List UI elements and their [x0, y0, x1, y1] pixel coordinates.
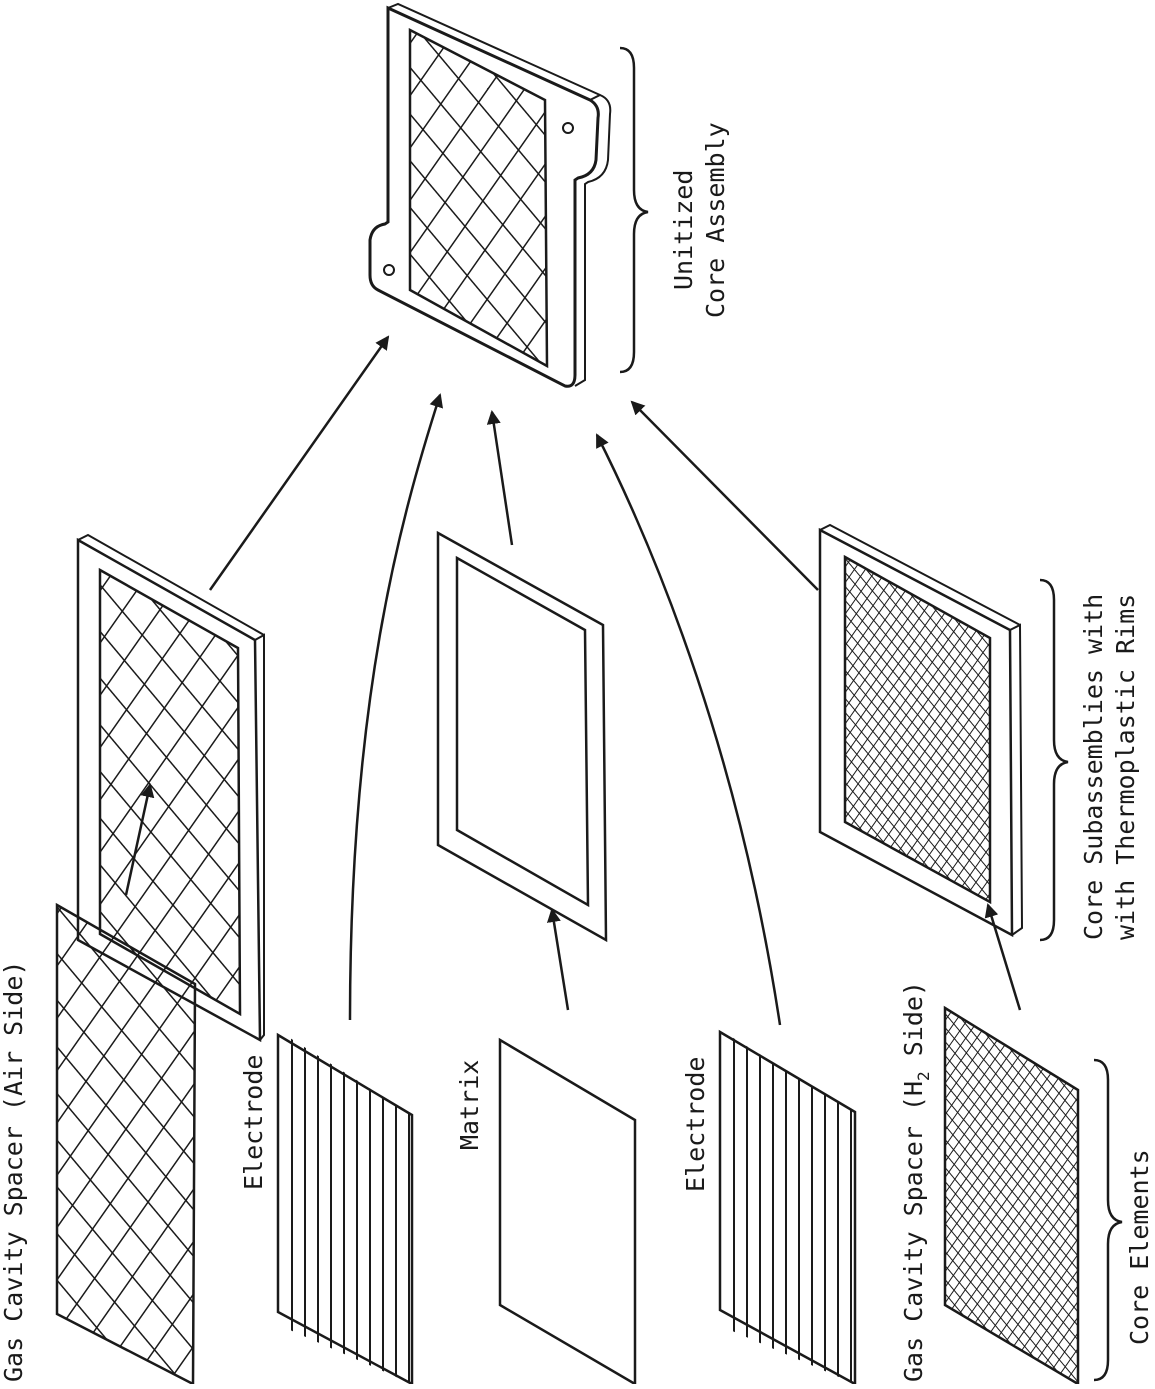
label-gas-spacer-air: Gas Cavity Spacer (Air Side)	[0, 961, 28, 1382]
electrode-panel-2	[720, 1032, 855, 1384]
label-core-subassemblies-1: Core Subassemblies with	[1079, 594, 1108, 940]
brace-unitized	[620, 48, 648, 372]
label-unitized-2: Core Assembly	[701, 122, 730, 318]
label-gas-spacer-h2: Gas Cavity Spacer (H2 Side)	[899, 981, 933, 1382]
label-gas-spacer-h2-subscript: 2	[914, 1071, 933, 1081]
arrow-matrix-to-sub	[552, 910, 568, 1010]
electrode-panel-1	[278, 1035, 412, 1384]
matrix-subassembly	[438, 533, 606, 940]
label-gas-spacer-h2-suffix: Side)	[899, 981, 928, 1071]
label-electrode-1: Electrode	[239, 1055, 268, 1190]
label-unitized-1: Unitized	[669, 170, 698, 290]
arrow-air-sub-to-unitized	[210, 337, 388, 590]
arrow-matrix-sub-to-unitized	[492, 412, 512, 545]
label-electrode-2: Electrode	[681, 1057, 710, 1192]
brace-core-subassemblies	[1040, 580, 1068, 940]
arrow-h2-sub-to-unitized	[632, 402, 818, 590]
label-matrix: Matrix	[455, 1060, 484, 1150]
label-core-elements: Core Elements	[1125, 1149, 1154, 1345]
unitized-core-assembly	[370, 4, 610, 386]
h2-side-spacer-panel	[945, 1008, 1078, 1384]
arrow-h2-spacer-to-sub	[988, 905, 1020, 1010]
arrow-electrode1-to-unitized	[350, 395, 440, 1020]
label-gas-spacer-h2-prefix: Gas Cavity Spacer (H	[899, 1081, 928, 1382]
brace-core-elements	[1094, 1060, 1122, 1380]
h2-side-subassembly	[820, 525, 1022, 935]
label-core-subassemblies-2: with Thermoplastic Rims	[1111, 594, 1140, 940]
matrix-panel	[500, 1040, 635, 1384]
